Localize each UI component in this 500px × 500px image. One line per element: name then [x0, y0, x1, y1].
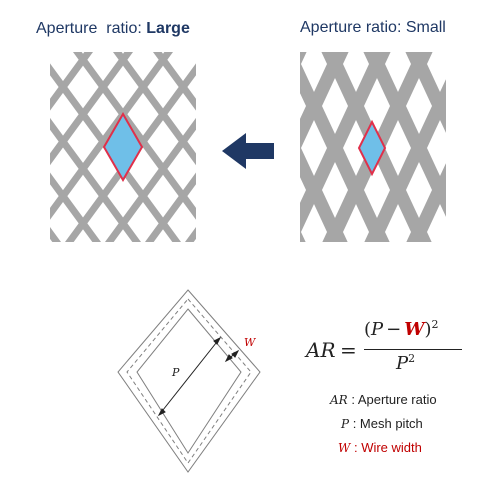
legend-sep-w: :	[350, 440, 362, 455]
legend-text-ar: Aperture ratio	[357, 392, 437, 407]
unit-cell-outer-boundary	[117, 289, 261, 473]
formula-equals: =	[340, 338, 357, 362]
wire-width-dimension	[224, 349, 240, 363]
large-aperture-label: Aperture ratio: Large	[36, 20, 190, 38]
formula-den-p: P	[396, 353, 409, 374]
formula-lhs: AR	[306, 338, 336, 362]
legend-sep-p: :	[349, 416, 360, 431]
unit-cell-aperture	[136, 308, 242, 454]
large-aperture-mesh	[50, 52, 196, 242]
legend-text-w: Wire width	[361, 440, 422, 455]
large-aperture-highlight	[102, 111, 144, 183]
aperture-ratio-formula: AR = (P−W)2 P2	[306, 318, 466, 382]
legend-row-aperture-ratio: AR : Aperture ratio	[330, 392, 437, 407]
small-aperture-label-value: Small	[405, 19, 446, 36]
formula-fraction-bar	[364, 349, 462, 350]
legend-sep-ar: :	[347, 392, 358, 407]
formula-num-p: P	[371, 319, 384, 340]
left-arrow-icon	[222, 133, 274, 169]
formula-num-open: (	[364, 319, 372, 340]
small-aperture-highlight	[357, 119, 387, 177]
formula-num-minus: −	[386, 319, 402, 340]
legend-row-mesh-pitch: P : Mesh pitch	[341, 416, 423, 431]
unit-cell-wire-centerline	[126, 298, 252, 464]
legend-symbol-w: W	[338, 441, 351, 455]
pitch-dimension-line	[157, 336, 222, 417]
small-aperture-label-prefix: Aperture ratio:	[300, 19, 406, 36]
legend-row-wire-width: W : Wire width	[338, 440, 422, 455]
large-aperture-label-prefix: Aperture ratio:	[36, 20, 147, 37]
formula-numerator: (P−W)2	[364, 318, 439, 340]
large-aperture-label-value: Large	[146, 20, 190, 37]
legend-symbol-ar: AR	[330, 393, 348, 407]
small-aperture-mesh	[300, 52, 446, 242]
pitch-label: P	[171, 366, 180, 379]
small-aperture-label: Aperture ratio: Small	[300, 19, 446, 37]
formula-num-w: W	[404, 319, 425, 340]
formula-denominator: P2	[396, 352, 415, 374]
legend-text-p: Mesh pitch	[359, 416, 423, 431]
unit-cell-diagram: P W	[117, 289, 261, 473]
formula-num-exp: 2	[431, 318, 439, 331]
legend-symbol-p: P	[341, 417, 350, 431]
wire-width-label: W	[244, 336, 257, 349]
formula-den-exp: 2	[408, 352, 416, 365]
formula-num-close: )	[424, 319, 432, 340]
